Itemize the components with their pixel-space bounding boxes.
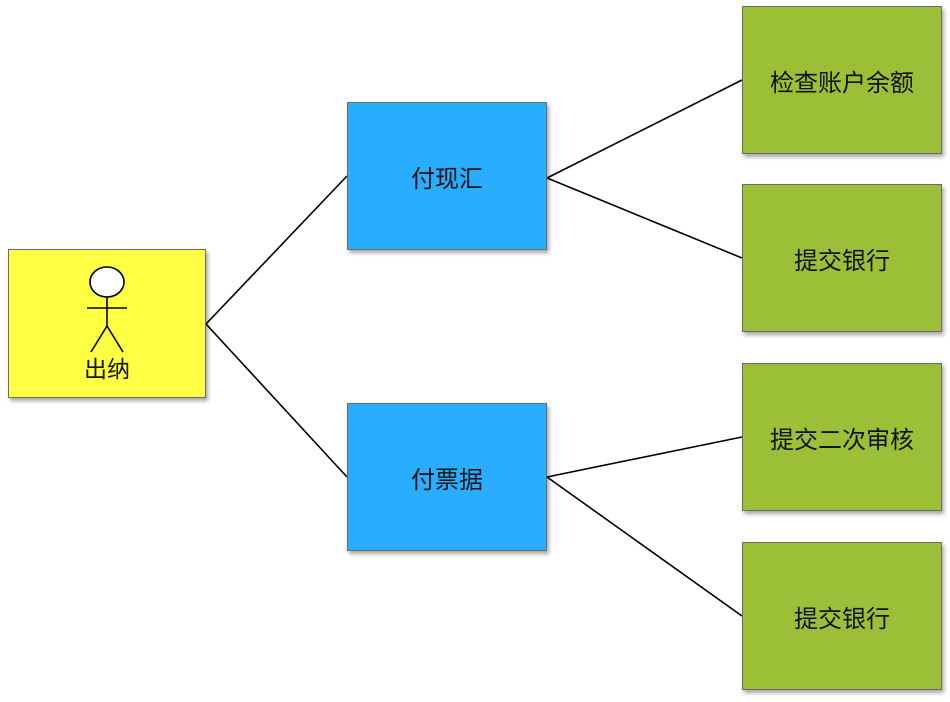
connector-actor-to-branch-2 — [205, 323, 348, 478]
leaf-node-3: 提交二次审核 — [742, 363, 942, 511]
actor-node: 出纳 — [8, 249, 206, 398]
leaf-label-2: 提交银行 — [794, 246, 890, 275]
leaf-node-2: 提交银行 — [742, 184, 942, 332]
leaf-label-3: 提交二次审核 — [770, 425, 914, 454]
connector-actor-to-branch-1 — [205, 175, 348, 325]
leaf-label-1: 检查账户余额 — [770, 68, 914, 97]
leaf-node-4: 提交银行 — [742, 542, 942, 690]
actor-stick-figure-icon — [87, 266, 127, 353]
leaf-label-4: 提交银行 — [794, 604, 890, 633]
branch-node-1: 付现汇 — [347, 102, 547, 250]
connector-branch-2-to-leaf-4 — [546, 476, 743, 617]
actor-label: 出纳 — [84, 357, 130, 383]
branch-node-2: 付票据 — [347, 403, 547, 551]
leaf-node-1: 检查账户余额 — [742, 6, 942, 154]
connector-branch-1-to-leaf-1 — [546, 79, 743, 179]
connector-branch-1-to-leaf-2 — [546, 177, 743, 259]
connector-branch-2-to-leaf-3 — [546, 436, 743, 478]
branch-label-2: 付票据 — [411, 465, 483, 494]
branch-label-1: 付现汇 — [411, 164, 483, 193]
